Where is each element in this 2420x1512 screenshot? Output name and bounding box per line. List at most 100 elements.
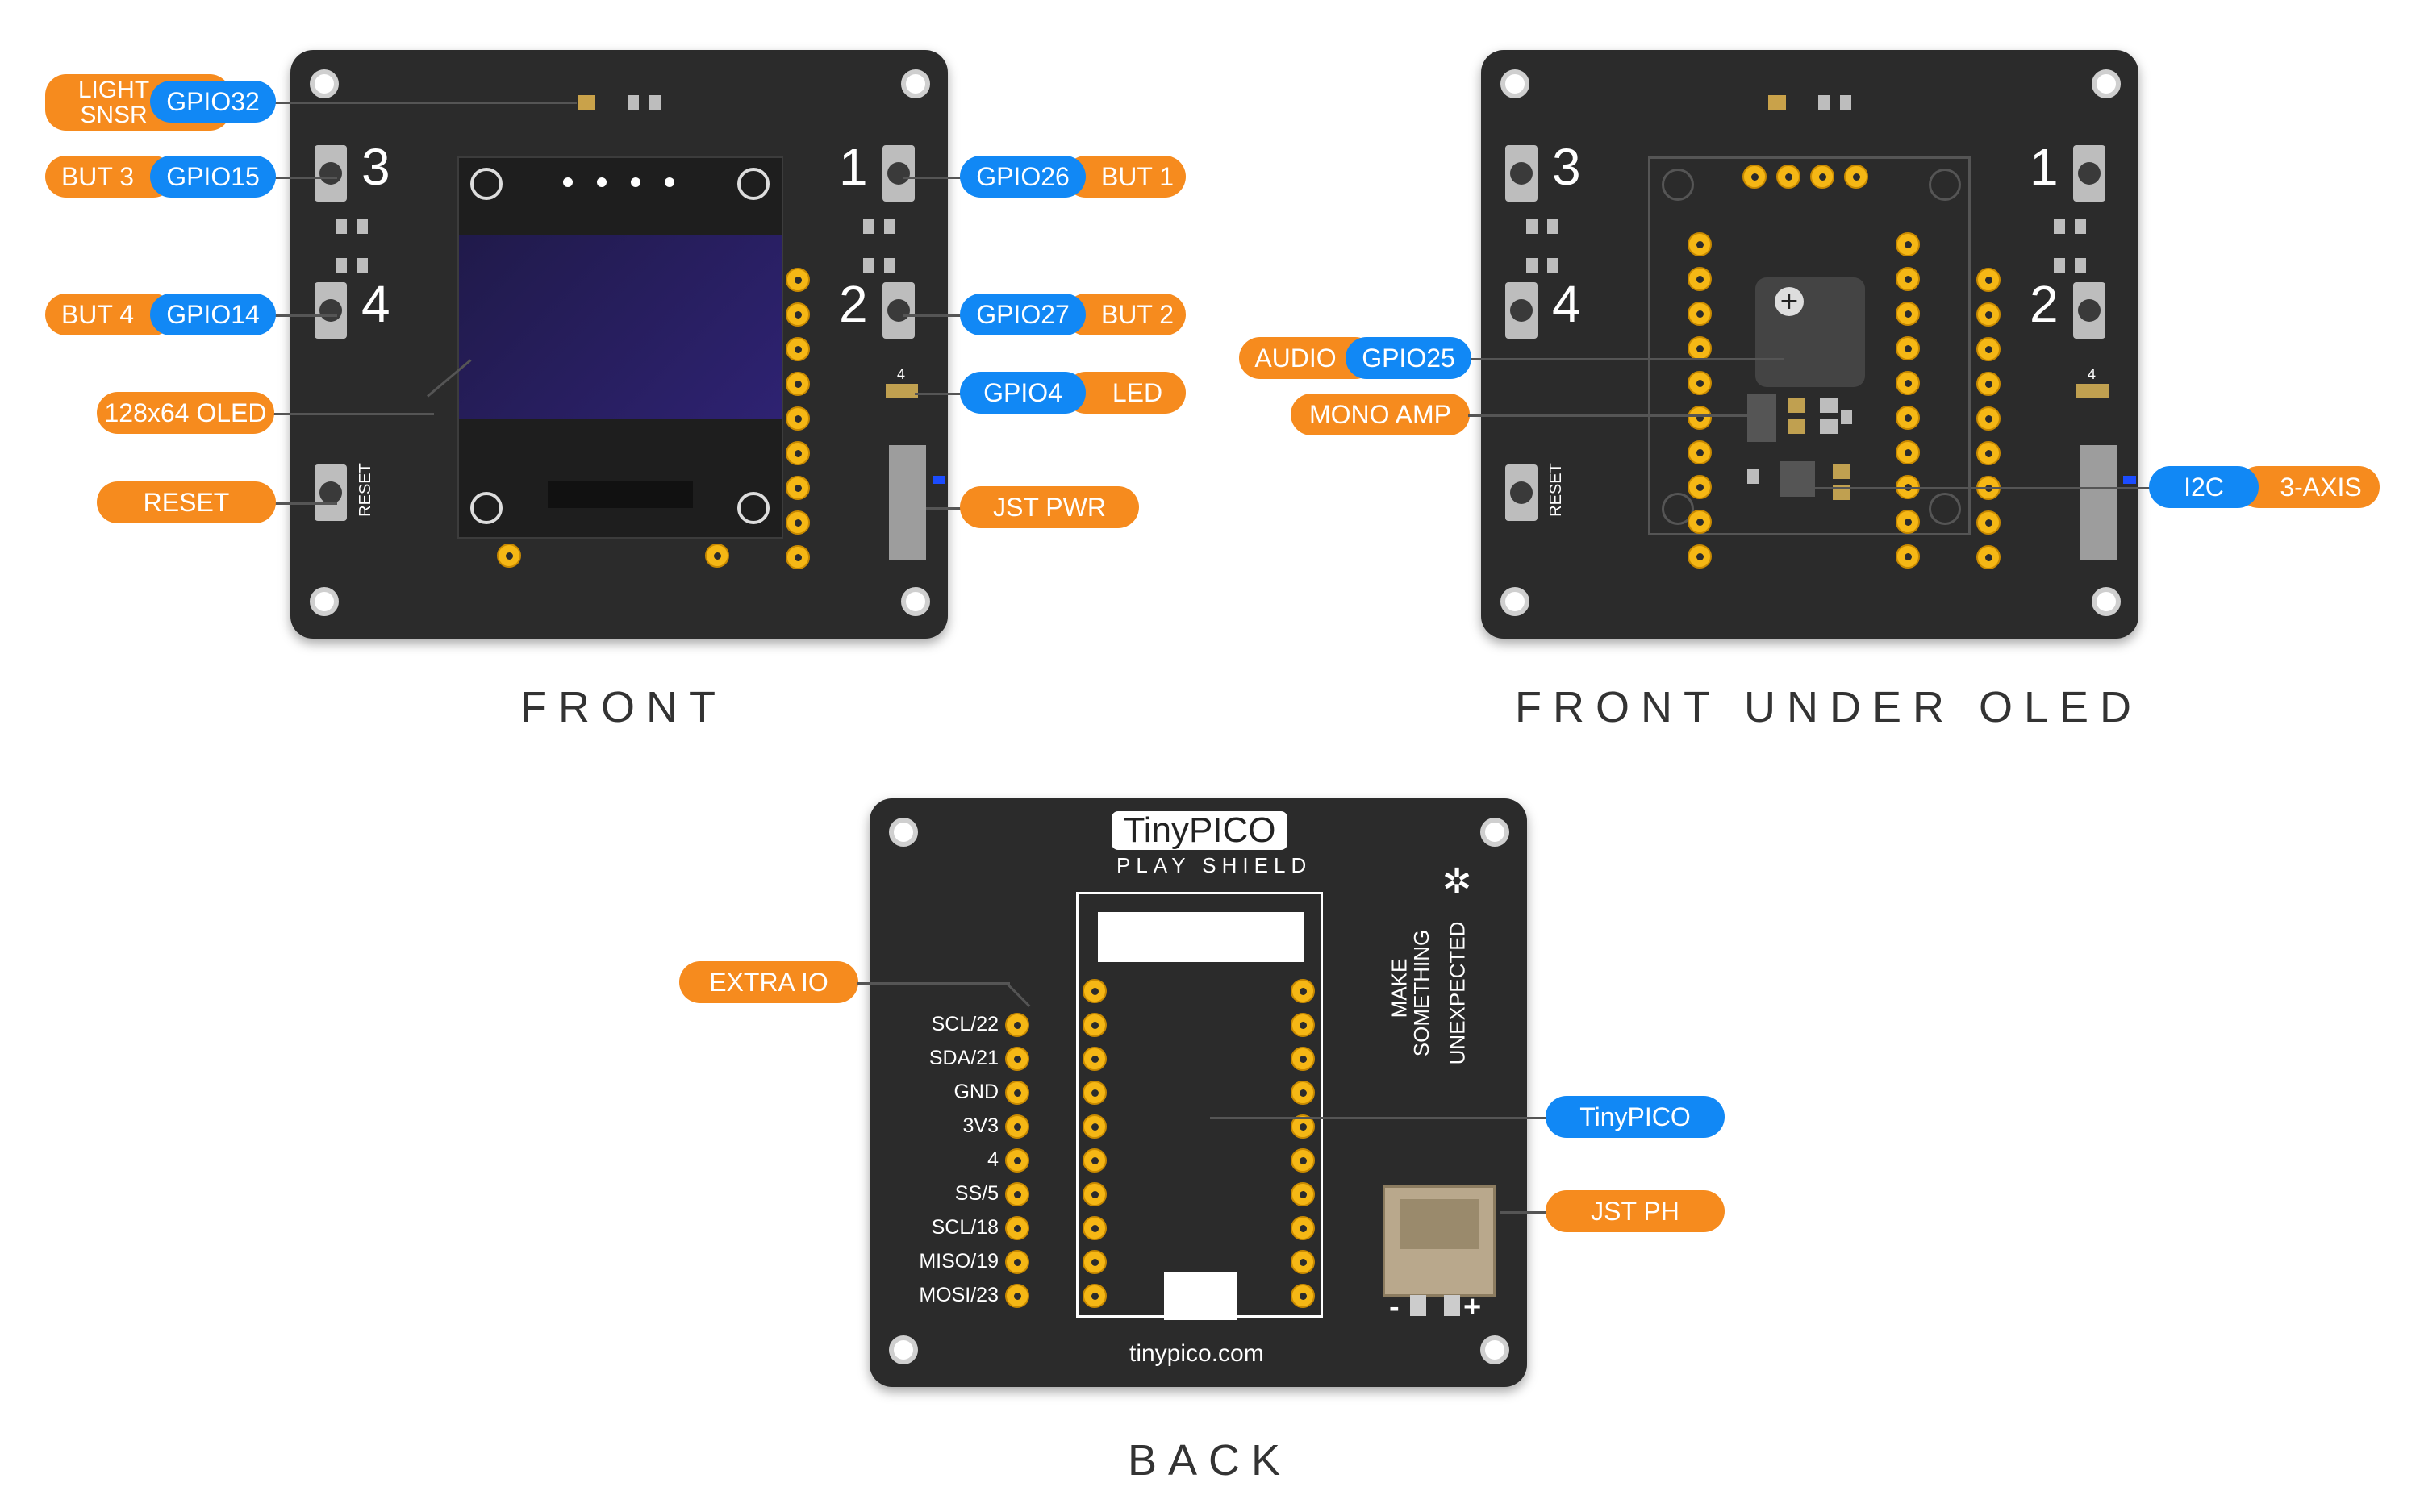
tinypico-pad xyxy=(1083,1013,1107,1037)
pin-label-miso19: MISO/19 xyxy=(919,1250,999,1272)
tinypico-pad xyxy=(1291,1250,1315,1274)
tinypico-pad xyxy=(1291,1148,1315,1173)
under-oled-board: + 3 4 RESET 1 2 4 xyxy=(1481,50,2138,639)
header-pad xyxy=(1896,232,1920,256)
oled-pad xyxy=(1810,165,1834,189)
mono-amp-label: MONO AMP xyxy=(1291,394,1470,435)
jst-pwr-label: JST PWR xyxy=(960,486,1139,528)
but3-label: BUT 3 xyxy=(45,156,174,198)
power-switch[interactable] xyxy=(889,445,926,560)
button-4[interactable] xyxy=(1505,282,1538,339)
header-pad xyxy=(1688,232,1712,256)
mount-hole xyxy=(1480,818,1509,847)
tinypico-usb xyxy=(1164,1272,1237,1320)
header-pad xyxy=(786,268,810,292)
smd-part xyxy=(336,219,347,234)
smd-part xyxy=(1747,469,1759,484)
jst-ph-label: JST PH xyxy=(1546,1190,1725,1232)
oled-hole-outline xyxy=(1662,493,1694,525)
extra-io-pad xyxy=(1005,1148,1029,1173)
oled-hole-outline xyxy=(1929,169,1961,201)
plus-sign: + xyxy=(1463,1290,1482,1324)
smd-part xyxy=(1820,419,1838,434)
tinypico-pad xyxy=(1291,1081,1315,1105)
button-2[interactable] xyxy=(882,282,915,339)
front-board: 3 4 RESET 1 2 4 xyxy=(290,50,948,639)
mount-hole xyxy=(901,587,930,616)
smd-part xyxy=(336,258,347,273)
tinypico-pad xyxy=(1083,1081,1107,1105)
extra-io-pad xyxy=(1005,1013,1029,1037)
smd-part xyxy=(2054,219,2065,234)
leader-line xyxy=(274,314,337,317)
mount-hole xyxy=(1500,69,1529,98)
minus-sign: - xyxy=(1389,1290,1400,1324)
tinypico-pad xyxy=(1291,1182,1315,1206)
oled-screen xyxy=(459,235,782,419)
gpio14-label: GPIO14 xyxy=(150,294,276,335)
button-3[interactable] xyxy=(315,145,347,202)
header-pad xyxy=(786,510,810,535)
led-number: 4 xyxy=(2088,366,2097,382)
3-axis-label: 3-AXIS xyxy=(2238,466,2380,508)
slogan-unexpected: UNEXPECTED xyxy=(1445,921,1470,1065)
oled-pad xyxy=(1742,165,1767,189)
gpio25-label: GPIO25 xyxy=(1346,337,1471,379)
oled-hole-outline xyxy=(1662,169,1694,201)
slogan-make: MAKE xyxy=(1387,958,1412,1018)
leader-line xyxy=(274,502,337,505)
button-4[interactable] xyxy=(315,282,347,339)
leader-line xyxy=(1796,487,2152,489)
button-2-number: 2 xyxy=(2030,275,2059,333)
header-pad xyxy=(786,406,810,431)
smd-part xyxy=(884,258,895,273)
led xyxy=(2076,384,2109,398)
oled-label: 128x64 OLED xyxy=(97,392,274,434)
oled-pin xyxy=(597,177,607,187)
leader-line xyxy=(903,177,962,179)
oled-hole xyxy=(737,168,770,200)
i2c-label: I2C xyxy=(2149,466,2259,508)
header-pad xyxy=(1688,544,1712,569)
leader-line xyxy=(926,507,962,510)
header-pad xyxy=(786,545,810,569)
button-2[interactable] xyxy=(2073,282,2105,339)
tinypico-pad xyxy=(1083,1216,1107,1240)
gpio4-label: GPIO4 xyxy=(960,372,1086,414)
switch-led xyxy=(933,476,945,484)
button-1[interactable] xyxy=(882,145,915,202)
mount-hole xyxy=(889,1335,918,1364)
pin-label-scl22: SCL/22 xyxy=(931,1013,999,1035)
header-pad xyxy=(786,441,810,465)
led xyxy=(886,384,918,398)
front-caption: FRONT xyxy=(520,683,727,731)
oled-pin xyxy=(563,177,573,187)
oled-hole xyxy=(470,168,503,200)
header-pad xyxy=(786,302,810,327)
header-pad xyxy=(786,476,810,500)
smd-part xyxy=(1841,410,1852,424)
reset-button[interactable] xyxy=(1505,464,1538,521)
back-caption: BACK xyxy=(1128,1436,1292,1485)
tinypico-pad xyxy=(1291,1216,1315,1240)
header-pad xyxy=(1688,475,1712,499)
button-1[interactable] xyxy=(2073,145,2105,202)
power-switch[interactable] xyxy=(2080,445,2117,560)
mount-hole xyxy=(1500,587,1529,616)
tinypico-pad xyxy=(1083,1250,1107,1274)
button-3[interactable] xyxy=(1505,145,1538,202)
tinypico-pad xyxy=(1083,1148,1107,1173)
leader-line xyxy=(274,102,577,104)
smd-part xyxy=(1833,464,1850,479)
tinypico-logo: TinyPICO xyxy=(1112,811,1287,850)
reset-button[interactable] xyxy=(315,464,347,521)
header-pad xyxy=(1896,406,1920,430)
header-pad xyxy=(1976,337,2001,361)
smd-part xyxy=(357,258,368,273)
header-pad xyxy=(1976,441,2001,465)
button-2-number: 2 xyxy=(839,275,868,333)
tinypico-outline xyxy=(1076,892,1323,1320)
play-shield-subtitle: PLAY SHIELD xyxy=(1116,853,1312,877)
jst-ph-pin xyxy=(1444,1295,1460,1316)
header-pad xyxy=(1688,440,1712,464)
